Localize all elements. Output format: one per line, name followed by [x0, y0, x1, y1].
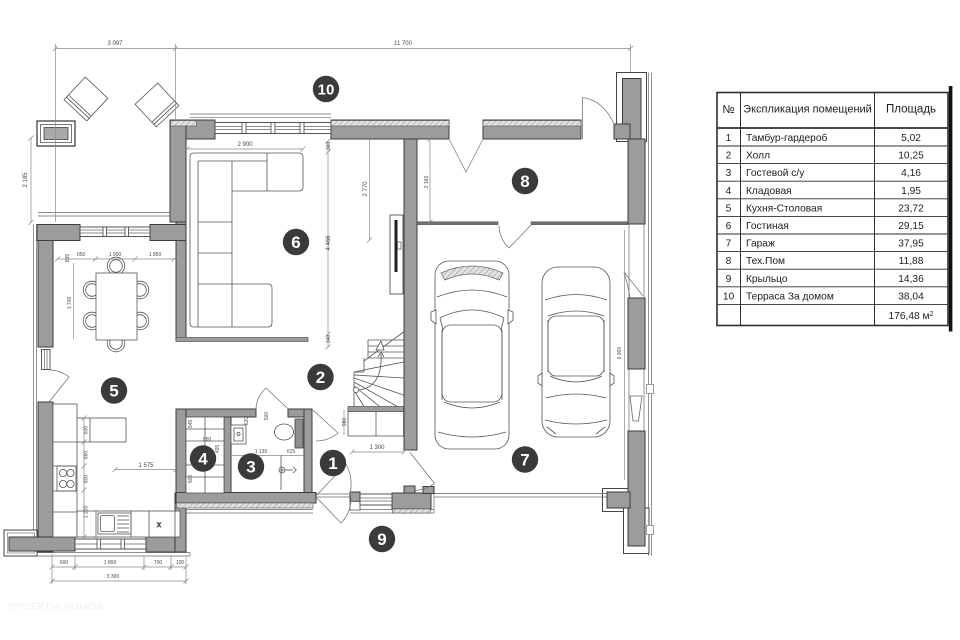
svg-text:1 300: 1 300: [369, 445, 385, 451]
svg-text:11 700: 11 700: [394, 41, 413, 47]
svg-text:4: 4: [198, 450, 208, 469]
svg-text:10: 10: [723, 291, 735, 302]
svg-text:1 200: 1 200: [84, 506, 90, 519]
svg-text:700: 700: [154, 560, 163, 566]
svg-text:2: 2: [726, 151, 732, 162]
svg-text:№: №: [722, 104, 734, 116]
svg-text:835: 835: [65, 254, 71, 263]
svg-text:1 700: 1 700: [67, 297, 73, 310]
svg-text:3 300: 3 300: [107, 574, 120, 580]
svg-text:6 900: 6 900: [617, 347, 623, 360]
svg-text:Гараж: Гараж: [746, 239, 775, 250]
svg-text:Крыльцо: Крыльцо: [746, 274, 788, 285]
svg-text:37,95: 37,95: [898, 239, 924, 250]
svg-text:Экспликация помещений: Экспликация помещений: [743, 104, 872, 116]
svg-text:23,72: 23,72: [898, 203, 924, 214]
svg-text:3 097: 3 097: [107, 41, 123, 47]
svg-text:1 000: 1 000: [109, 252, 122, 258]
svg-text:500: 500: [188, 475, 194, 484]
svg-text:8: 8: [726, 256, 732, 267]
svg-text:500: 500: [264, 412, 270, 421]
svg-text:100: 100: [176, 560, 185, 566]
svg-text:2: 2: [316, 368, 325, 387]
svg-text:2 185: 2 185: [23, 172, 29, 188]
svg-text:1: 1: [328, 454, 337, 473]
svg-text:2 160: 2 160: [424, 176, 430, 189]
svg-text:950: 950: [203, 437, 212, 443]
svg-text:7: 7: [520, 451, 529, 470]
svg-text:29,15: 29,15: [898, 221, 924, 232]
svg-text:050: 050: [77, 252, 86, 258]
svg-text:1,95: 1,95: [901, 186, 921, 197]
svg-text:Кухня-Столовая: Кухня-Столовая: [746, 203, 822, 214]
svg-text:4 466: 4 466: [326, 235, 332, 251]
svg-text:4,16: 4,16: [901, 168, 921, 179]
svg-text:340: 340: [326, 335, 332, 344]
svg-text:9: 9: [726, 274, 732, 285]
svg-text:600: 600: [84, 426, 90, 435]
svg-text:Кладовая: Кладовая: [746, 186, 792, 197]
svg-text:14,36: 14,36: [898, 274, 924, 285]
svg-text:1: 1: [726, 133, 732, 144]
svg-text:5: 5: [109, 382, 118, 401]
svg-text:1 800: 1 800: [104, 560, 117, 566]
svg-text:Гостевой с/у: Гостевой с/у: [746, 168, 805, 179]
svg-text:176,48 м2: 176,48 м2: [889, 311, 934, 322]
svg-text:ПРОЕКТЫ ДОМОВ: ПРОЕКТЫ ДОМОВ: [8, 602, 103, 613]
svg-text:5,02: 5,02: [901, 133, 921, 144]
svg-text:6: 6: [291, 233, 300, 252]
svg-text:11,88: 11,88: [899, 256, 924, 267]
svg-text:620: 620: [244, 417, 250, 426]
svg-text:2 900: 2 900: [237, 142, 253, 148]
svg-text:6: 6: [726, 221, 732, 232]
svg-text:2 770: 2 770: [363, 181, 369, 197]
svg-text:Тамбур-гардероб: Тамбур-гардероб: [746, 132, 827, 144]
svg-text:615: 615: [287, 449, 296, 455]
svg-text:1 575: 1 575: [138, 463, 154, 469]
svg-text:5: 5: [726, 203, 732, 214]
svg-text:980: 980: [342, 418, 348, 427]
svg-text:Тех.Пом: Тех.Пом: [746, 256, 785, 267]
svg-text:8: 8: [520, 172, 529, 191]
svg-text:7: 7: [726, 239, 732, 250]
svg-text:3: 3: [726, 168, 732, 179]
svg-text:1 850: 1 850: [149, 252, 162, 258]
svg-text:4: 4: [726, 186, 732, 197]
svg-text:545: 545: [188, 420, 194, 429]
svg-text:9: 9: [377, 530, 386, 549]
svg-text:Терраса За домом: Терраса За домом: [746, 291, 834, 302]
svg-text:10: 10: [318, 82, 335, 99]
svg-text:x: x: [157, 520, 161, 529]
svg-text:38,04: 38,04: [898, 291, 924, 302]
svg-text:600: 600: [84, 475, 90, 484]
svg-text:600: 600: [60, 560, 69, 566]
svg-text:Площадь: Площадь: [886, 104, 936, 116]
svg-text:360: 360: [326, 142, 332, 151]
svg-text:Гостиная: Гостиная: [746, 221, 789, 232]
svg-text:1 130: 1 130: [255, 449, 268, 455]
svg-text:660: 660: [84, 451, 90, 460]
svg-text:455: 455: [215, 445, 221, 454]
svg-text:10,25: 10,25: [898, 151, 924, 162]
svg-text:Холл: Холл: [746, 151, 770, 162]
svg-text:3: 3: [246, 458, 255, 477]
